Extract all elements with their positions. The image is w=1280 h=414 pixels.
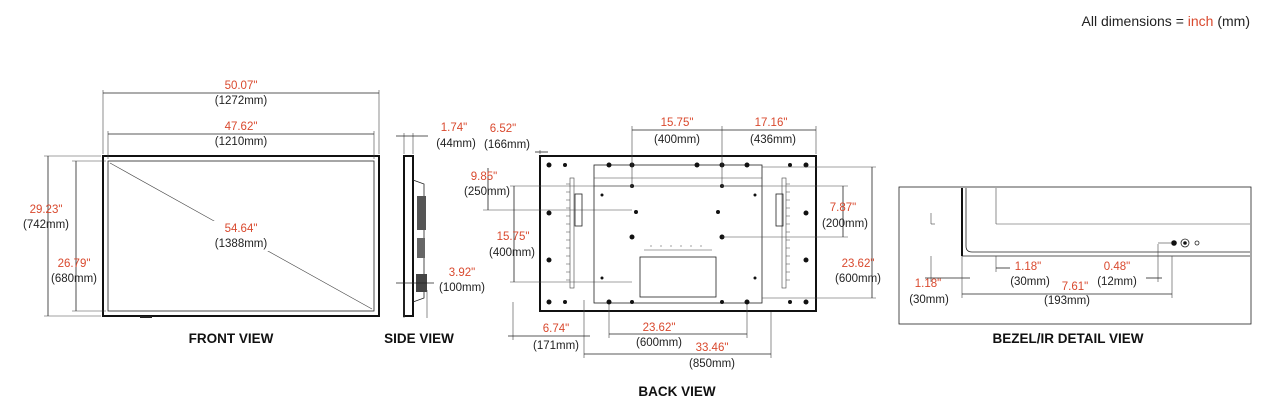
back-vesa-top-in: 15.75" [661, 117, 694, 129]
units-note-prefix: All dimensions = [1082, 13, 1188, 29]
ir-distance-in: 7.61" [1062, 281, 1088, 293]
ir-distance-mm: (193mm) [1044, 295, 1090, 307]
back-view: 15.75" (400mm) 17.16" (436mm) 6.52" (166… [464, 117, 881, 399]
side-view-title: SIDE VIEW [384, 331, 454, 346]
side-panel-outline [403, 155, 414, 317]
front-view-title: FRONT VIEW [189, 331, 274, 346]
front-ir-sensor [140, 316, 152, 318]
front-overall-height-in: 29.23" [30, 204, 63, 216]
side-depth-mm: (44mm) [436, 138, 476, 150]
back-right-upper-mm: (200mm) [822, 218, 868, 230]
back-right-upper-in: 7.87" [830, 202, 856, 214]
dimension-units-note: All dimensions = inch (mm) [1082, 13, 1250, 29]
back-vesa-top-mm: (400mm) [654, 134, 700, 146]
ir-spacing-in: 0.48" [1104, 261, 1130, 273]
ir-spacing-mm: (12mm) [1097, 276, 1137, 288]
back-mount-holes [546, 162, 809, 305]
ir-offset-in: 1.18" [1015, 261, 1041, 273]
back-bottom-left-mm: (171mm) [533, 340, 579, 352]
back-center-plate [593, 164, 763, 304]
front-outer-frame [102, 155, 380, 317]
front-overall-height-mm: (742mm) [23, 219, 69, 231]
back-left-vesa-in: 15.75" [497, 231, 530, 243]
side-depth-in: 1.74" [441, 122, 467, 134]
back-outer-frame [539, 155, 817, 312]
side-bracket-middle [417, 238, 425, 258]
back-left-upper-in: 9.85" [471, 171, 497, 183]
back-connector-box [639, 256, 717, 298]
front-overall-width-mm: (1272mm) [215, 95, 268, 107]
back-bottom-wide-mm: (850mm) [689, 358, 735, 370]
back-bottom-vesa-mm: (600mm) [636, 337, 682, 349]
front-active-area [107, 160, 375, 312]
side-view: 1.74" (44mm) 3.92" (100mm) SIDE VIEW [384, 122, 485, 346]
bezel-inner-edge [965, 188, 1250, 253]
front-active-height-mm: (680mm) [51, 273, 97, 285]
front-active-width-mm: (1210mm) [215, 136, 268, 148]
front-diagonal-in: 54.64" [225, 223, 258, 235]
side-mount-depth-in: 3.92" [449, 267, 475, 279]
back-right-vesa-mm: (600mm) [835, 273, 881, 285]
front-active-width-in: 47.62" [225, 121, 258, 133]
bezel-width-in: 1.18" [915, 278, 941, 290]
bezel-width-mm: (30mm) [909, 294, 949, 306]
front-overall-width-in: 50.07" [225, 80, 258, 92]
side-bracket-upper [417, 196, 426, 230]
front-diagonal-mm: (1388mm) [215, 238, 268, 250]
back-bottom-left-in: 6.74" [543, 323, 569, 335]
back-left-offset-top-mm: (166mm) [484, 139, 530, 151]
ir-receiver-icon [1171, 240, 1177, 246]
side-mount-depth-mm: (100mm) [439, 282, 485, 294]
front-active-height-in: 26.79" [58, 258, 91, 270]
ir-led-icon [1180, 238, 1190, 248]
back-rail-ticks [566, 183, 790, 281]
back-left-offset-top-in: 6.52" [490, 123, 516, 135]
front-view: 50.07" (1272mm) 47.62" (1210mm) 29.23" (… [23, 80, 380, 346]
bezel-detail-frame [898, 186, 1252, 325]
back-bottom-wide-in: 33.46" [696, 342, 729, 354]
back-bottom-vesa-in: 23.62" [643, 322, 676, 334]
ir-offset-mm: (30mm) [1010, 276, 1050, 288]
back-view-title: BACK VIEW [638, 384, 716, 399]
back-left-vesa-mm: (400mm) [489, 247, 535, 259]
units-note-primary: inch [1188, 13, 1214, 29]
units-note-secondary: (mm) [1213, 13, 1250, 29]
bezel-view-title: BEZEL/IR DETAIL VIEW [992, 331, 1143, 346]
bezel-detail-view: 1.18" (30mm) 1.18" (30mm) 0.48" (12mm) 7… [898, 186, 1252, 346]
ir-sensor-icon [1194, 240, 1200, 246]
back-left-upper-mm: (250mm) [464, 186, 510, 198]
back-right-vesa-in: 23.62" [842, 258, 875, 270]
back-right-offset-top-mm: (436mm) [750, 134, 796, 146]
back-right-offset-top-in: 17.16" [755, 117, 788, 129]
